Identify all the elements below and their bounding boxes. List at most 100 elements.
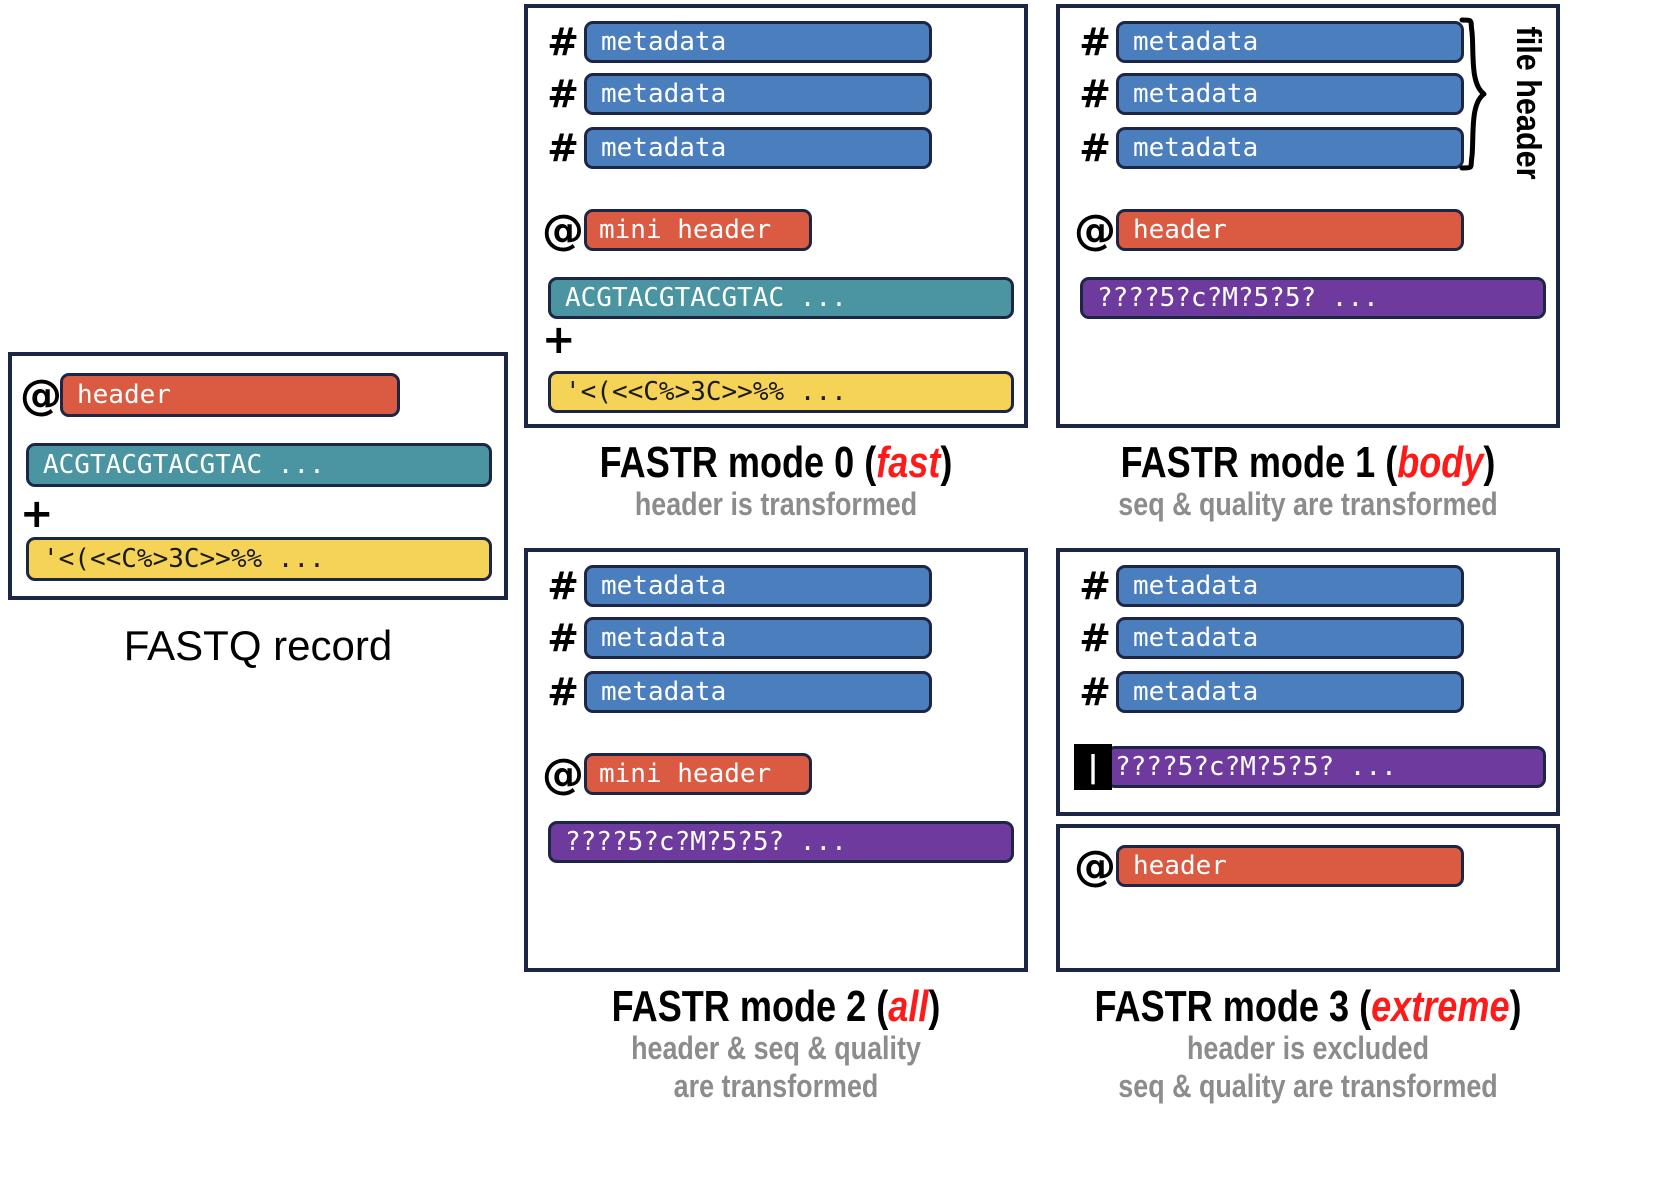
- mode0-caption-prefix: FASTR mode 0 (: [599, 438, 877, 487]
- metadata-bar: metadata: [1116, 73, 1464, 115]
- hash-prefix: #: [1079, 670, 1111, 714]
- at-sign-prefix: @: [542, 205, 584, 254]
- metadata-bar: metadata: [584, 73, 932, 115]
- hash-prefix: #: [547, 20, 579, 64]
- hash-prefix: #: [547, 670, 579, 714]
- header-bar: header: [1116, 209, 1464, 251]
- mode1-subcaption: seq & quality are transformed: [1080, 486, 1537, 524]
- mode3-caption-prefix: FASTR mode 3 (: [1094, 982, 1372, 1031]
- hash-prefix: #: [547, 564, 579, 608]
- mode3-caption: FASTR mode 3 (extreme): [1093, 982, 1523, 1032]
- mode0-row-mini-header: @ mini header: [542, 208, 812, 252]
- brace-icon: [1459, 17, 1487, 171]
- hash-prefix: #: [1079, 564, 1111, 608]
- file-header-brace: [1458, 16, 1500, 172]
- at-sign-prefix: @: [1074, 841, 1116, 890]
- mode0-row-metadata-1: # metadata: [542, 20, 932, 64]
- mini-header-bar: mini header: [584, 209, 812, 251]
- sequence-bar: ACGTACGTACGTAC ...: [26, 443, 492, 487]
- hash-prefix: #: [547, 126, 579, 170]
- mode3-subcaption-line-1: header is excluded: [1186, 1030, 1430, 1066]
- mode0-row-metadata-2: # metadata: [542, 72, 932, 116]
- mode3-subcaption-line-2: seq & quality are transformed: [1118, 1067, 1498, 1104]
- metadata-bar: metadata: [584, 671, 932, 713]
- transformed-body-bar: ????5?c?M?5?5? ...: [548, 821, 1014, 863]
- transformed-body-bar: ????5?c?M?5?5? ...: [1106, 746, 1546, 788]
- mode2-row-metadata-3: # metadata: [542, 670, 932, 714]
- mode3-row-metadata-1: # metadata: [1074, 564, 1464, 608]
- file-header-label: file header: [1509, 26, 1547, 180]
- metadata-bar: metadata: [1116, 21, 1464, 63]
- fastq-row-plus: +: [20, 494, 490, 534]
- mode1-row-metadata-1: # metadata: [1074, 20, 1464, 64]
- mode2-row-metadata-2: # metadata: [542, 616, 932, 660]
- mode2-panel: # metadata # metadata # metadata @ mini …: [524, 548, 1028, 972]
- mode2-row-transformed-body: ????5?c?M?5?5? ...: [548, 820, 1014, 864]
- mode0-subcaption-line-1: header is transformed: [634, 486, 918, 522]
- at-sign-prefix: @: [542, 749, 584, 798]
- plus-sign-prefix: +: [542, 317, 576, 363]
- mode2-subcaption-line-1: header & seq & quality: [631, 1030, 921, 1066]
- metadata-bar: metadata: [1116, 617, 1464, 659]
- mode2-caption-emphasis: all: [888, 982, 929, 1031]
- at-sign-prefix: @: [20, 370, 62, 419]
- mode2-row-metadata-1: # metadata: [542, 564, 932, 608]
- metadata-bar: metadata: [584, 127, 932, 169]
- hash-prefix: #: [1079, 126, 1111, 170]
- fastq-row-header: @ header: [20, 372, 490, 418]
- mode1-row-metadata-2: # metadata: [1074, 72, 1464, 116]
- mode1-row-transformed-body: ????5?c?M?5?5? ...: [1080, 276, 1546, 320]
- pipe-glyph-block: |: [1074, 744, 1112, 790]
- at-sign-prefix: @: [1074, 205, 1116, 254]
- mode0-row-metadata-3: # metadata: [542, 126, 932, 170]
- metadata-bar: metadata: [584, 21, 932, 63]
- header-bar: header: [60, 373, 400, 417]
- header-bar: header: [1116, 845, 1464, 887]
- metadata-bar: metadata: [1116, 565, 1464, 607]
- fastq-record-panel: @ header ACGTACGTACGTAC ... + '<(<<C%>3C…: [8, 352, 508, 600]
- mode3-panel-body: # metadata # metadata # metadata | ????5…: [1056, 548, 1560, 816]
- mode2-row-mini-header: @ mini header: [542, 752, 812, 796]
- mode3-caption-suffix: ): [1509, 982, 1522, 1031]
- fastq-row-quality: '<(<<C%>3C>>%% ...: [26, 536, 496, 582]
- mode1-caption-prefix: FASTR mode 1 (: [1120, 438, 1398, 487]
- hash-prefix: #: [1079, 20, 1111, 64]
- sequence-bar: ACGTACGTACGTAC ...: [548, 277, 1014, 319]
- mode2-caption-prefix: FASTR mode 2 (: [611, 982, 889, 1031]
- mode1-panel: # metadata # metadata # metadata file he…: [1056, 4, 1560, 428]
- mode0-row-quality: '<(<<C%>3C>>%% ...: [548, 370, 1014, 414]
- metadata-bar: metadata: [584, 617, 932, 659]
- mode1-caption-emphasis: body: [1397, 438, 1484, 487]
- mode1-caption: FASTR mode 1 (body): [1101, 438, 1514, 488]
- hash-prefix: #: [547, 72, 579, 116]
- metadata-bar: metadata: [1116, 127, 1464, 169]
- mode1-caption-suffix: ): [1483, 438, 1496, 487]
- quality-bar: '<(<<C%>3C>>%% ...: [26, 537, 492, 581]
- mode0-caption-emphasis: fast: [876, 438, 941, 487]
- mode3-panel-excluded-header: @ header: [1056, 824, 1560, 972]
- mode0-caption-suffix: ): [940, 438, 953, 487]
- mode1-row-header: @ header: [1074, 208, 1464, 252]
- mode3-caption-emphasis: extreme: [1371, 982, 1510, 1031]
- metadata-bar: metadata: [584, 565, 932, 607]
- mode1-subcaption-line-1: seq & quality are transformed: [1118, 486, 1498, 522]
- mode2-subcaption: header & seq & quality are transformed: [564, 1030, 987, 1106]
- metadata-bar: metadata: [1116, 671, 1464, 713]
- mode3-row-excluded-header: @ header: [1074, 844, 1464, 888]
- fastq-row-sequence: ACGTACGTACGTAC ...: [26, 442, 496, 488]
- mode3-subcaption: header is excluded seq & quality are tra…: [1080, 1030, 1537, 1106]
- mode1-row-metadata-3: # metadata: [1074, 126, 1464, 170]
- mode3-row-metadata-3: # metadata: [1074, 670, 1464, 714]
- mode2-subcaption-line-2: are transformed: [673, 1067, 879, 1104]
- mini-header-bar: mini header: [584, 753, 812, 795]
- hash-prefix: #: [1079, 616, 1111, 660]
- mode2-caption: FASTR mode 2 (all): [569, 982, 982, 1032]
- hash-prefix: #: [547, 616, 579, 660]
- hash-prefix: #: [1079, 72, 1111, 116]
- mode0-row-sequence: ACGTACGTACGTAC ...: [548, 276, 1014, 320]
- transformed-body-bar: ????5?c?M?5?5? ...: [1080, 277, 1546, 319]
- plus-sign-prefix: +: [20, 491, 54, 537]
- mode0-row-plus: +: [542, 320, 584, 360]
- fastq-record-caption: FASTQ record: [123, 622, 393, 669]
- mode3-row-metadata-2: # metadata: [1074, 616, 1464, 660]
